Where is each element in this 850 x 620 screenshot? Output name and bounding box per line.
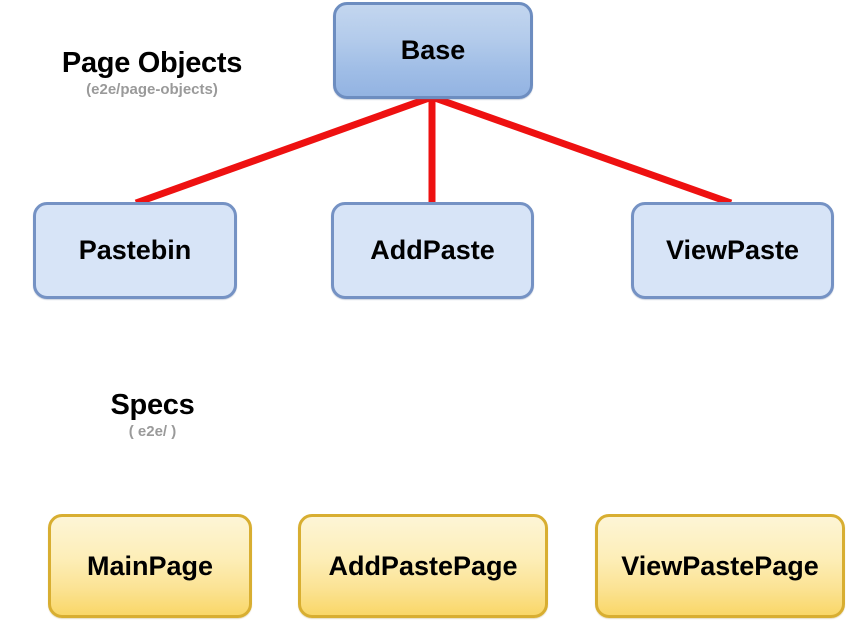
- node-addpastepage-label: AddPastePage: [328, 550, 518, 581]
- node-viewpaste-label: ViewPaste: [665, 235, 800, 265]
- specs-title: Specs: [110, 389, 195, 421]
- node-addpaste[interactable]: AddPaste: [331, 202, 534, 299]
- node-mainpage[interactable]: MainPage: [48, 514, 252, 618]
- edge-base-to-pastebin: [134, 93, 434, 207]
- page-objects-title: Page Objects: [61, 47, 243, 79]
- node-viewpastepage-label: ViewPastePage: [621, 550, 819, 581]
- specs-subtitle: ( e2e/ ): [128, 423, 177, 441]
- page-objects-subtitle: (e2e/page-objects): [86, 81, 218, 99]
- node-pastebin[interactable]: Pastebin: [33, 202, 237, 299]
- edge-base-to-viewpaste: [430, 93, 733, 207]
- node-viewpastepage[interactable]: ViewPastePage: [595, 514, 845, 618]
- node-viewpaste[interactable]: ViewPaste: [631, 202, 834, 299]
- node-base-label: Base: [400, 35, 466, 65]
- section-caption-specs: Specs ( e2e/ ): [45, 390, 260, 442]
- node-base[interactable]: Base: [333, 2, 533, 99]
- node-mainpage-label: MainPage: [86, 550, 214, 581]
- node-pastebin-label: Pastebin: [78, 235, 192, 265]
- node-addpaste-label: AddPaste: [370, 235, 495, 265]
- node-addpastepage[interactable]: AddPastePage: [298, 514, 548, 618]
- section-caption-page-objects: Page Objects (e2e/page-objects): [22, 48, 282, 100]
